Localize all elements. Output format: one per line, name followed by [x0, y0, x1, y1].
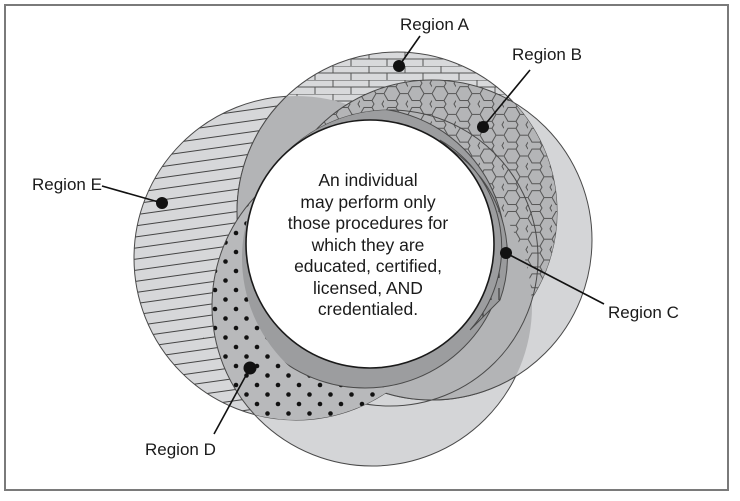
- label-region-d: Region D: [145, 440, 216, 459]
- marker-dot-c: [500, 247, 512, 259]
- marker-dot-b: [477, 121, 489, 133]
- statement-line: credentialed.: [317, 299, 419, 319]
- region-c-area: [439, 139, 508, 331]
- label-region-a: Region A: [400, 15, 470, 34]
- label-region-b: Region B: [512, 45, 582, 64]
- statement-line: licensed, AND: [313, 277, 423, 298]
- center-circle: [245, 119, 495, 369]
- callout-b: Region B: [477, 45, 582, 133]
- statement-line: may perform only: [300, 191, 436, 212]
- statement-line: those procedures for: [287, 213, 449, 233]
- marker-dot-d: [243, 361, 257, 375]
- statement-line: educated, certified,: [294, 256, 442, 276]
- label-region-c: Region C: [608, 303, 679, 322]
- label-region-e: Region E: [32, 175, 102, 194]
- callout-a: Region A: [393, 15, 470, 72]
- statement-line: An individual: [318, 170, 418, 190]
- callout-e: Region E: [32, 175, 168, 209]
- callout-c: Region C: [500, 247, 679, 322]
- center-statement: An individual may perform only those pro…: [258, 170, 478, 321]
- marker-dot-a: [393, 60, 405, 72]
- marker-dot-e: [156, 197, 168, 209]
- callout-d: Region D: [145, 361, 257, 459]
- statement-line: which they are: [311, 234, 425, 255]
- overlap-upper-left-band: [249, 100, 350, 250]
